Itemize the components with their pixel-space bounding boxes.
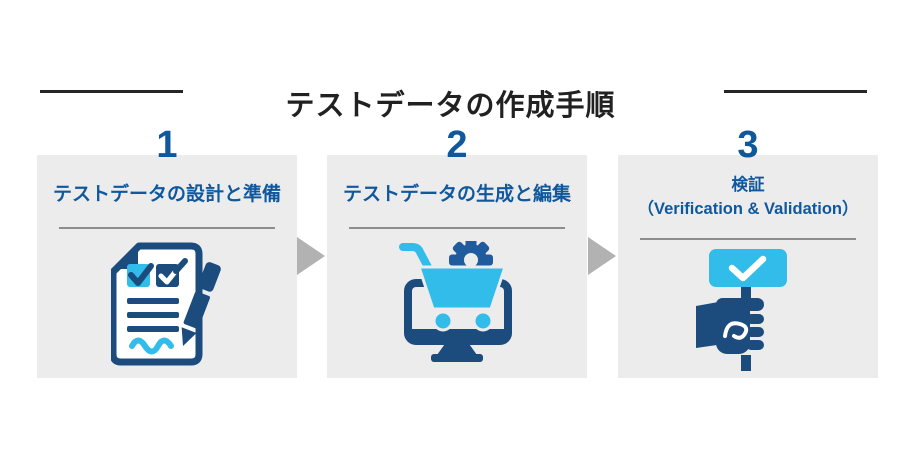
title-rule-left [40,90,183,93]
step-3-title-line: 検証 [731,176,765,195]
page-title: テストデータの作成手順 [285,90,616,123]
step-3-title-line: （Verification & Validation） [637,199,859,218]
card-divider [59,227,275,229]
step-3: 3 検証 （Verification & Validation） [618,124,878,378]
monitor-cart-gear-icon [399,240,512,362]
card-divider [349,227,565,229]
step-3-card: 検証 （Verification & Validation） [618,155,878,378]
arrow-right-icon [588,237,616,275]
title-rule-right [724,90,867,93]
step-2: 2 テストデータの生成と編集 [327,124,587,378]
hand-holding-check-sign-icon [696,249,787,371]
step-2-number: 2 [446,124,468,166]
step-3-title: 検証 （Verification & Validation） [618,155,878,238]
step-1-number: 1 [156,124,178,166]
step-3-icon-box [618,240,878,378]
step-2-icon-box [327,229,587,378]
step-1: 1 テストデータの設計と準備 [37,124,297,378]
step-3-number: 3 [737,124,759,166]
step-2-card: テストデータの生成と編集 [327,155,587,378]
step-2-title-line: テストデータの生成と編集 [342,184,571,206]
arrow-right-icon [297,237,325,275]
step-2-title: テストデータの生成と編集 [327,155,587,227]
step-1-title-line: テストデータの設計と準備 [52,184,281,206]
document-checklist-pen-icon [111,242,221,365]
step-1-title: テストデータの設計と準備 [37,155,297,227]
card-divider [640,238,856,240]
step-1-icon-box [37,229,297,378]
step-1-card: テストデータの設計と準備 [37,155,297,378]
